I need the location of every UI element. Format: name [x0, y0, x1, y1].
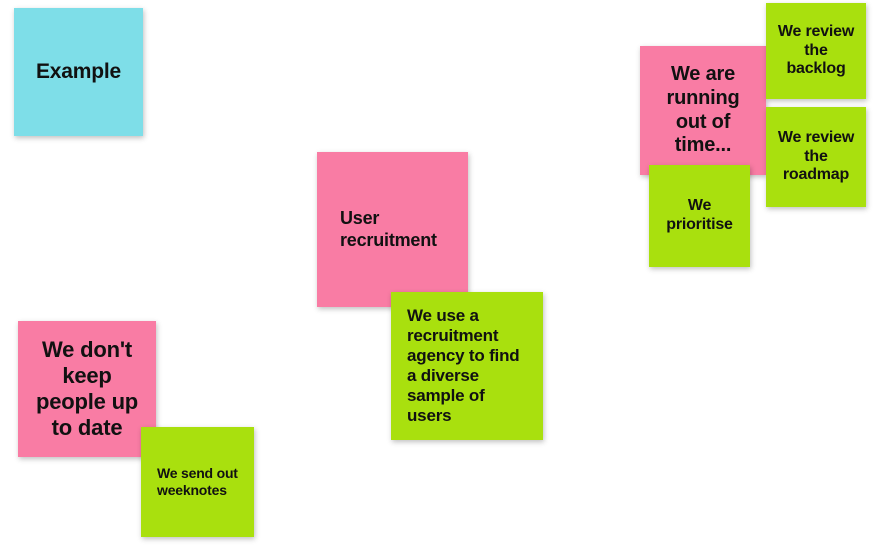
sticky-note-text: We review the backlog: [777, 22, 855, 78]
sticky-note-we-prioritise[interactable]: We prioritise: [649, 165, 750, 267]
sticky-note-text: We don't keep people up to date: [35, 337, 139, 440]
sticky-note-example[interactable]: Example: [14, 8, 143, 136]
sticky-note-user-recruitment[interactable]: User recruitment: [317, 152, 468, 307]
sticky-note-review-the-roadmap[interactable]: We review the roadmap: [766, 107, 866, 207]
sticky-note-text: Example: [36, 59, 121, 83]
sticky-note-text: We use a recruitment agency to find a di…: [407, 305, 520, 426]
sticky-note-running-out-of-time[interactable]: We are running out of time...: [640, 46, 766, 175]
sticky-note-review-the-backlog[interactable]: We review the backlog: [766, 3, 866, 99]
sticky-note-text: We review the roadmap: [777, 128, 855, 184]
sticky-note-text: We are running out of time...: [666, 63, 740, 157]
sticky-note-text: We prioritise: [666, 197, 733, 233]
sticky-note-dont-keep-people-up-to-date[interactable]: We don't keep people up to date: [18, 321, 156, 457]
sticky-note-text: User recruitment: [340, 208, 437, 250]
sticky-note-send-out-weeknotes[interactable]: We send out weeknotes: [141, 427, 254, 537]
sticky-note-recruitment-agency-diverse-sample[interactable]: We use a recruitment agency to find a di…: [391, 292, 543, 440]
sticky-note-text: We send out weeknotes: [157, 465, 238, 498]
